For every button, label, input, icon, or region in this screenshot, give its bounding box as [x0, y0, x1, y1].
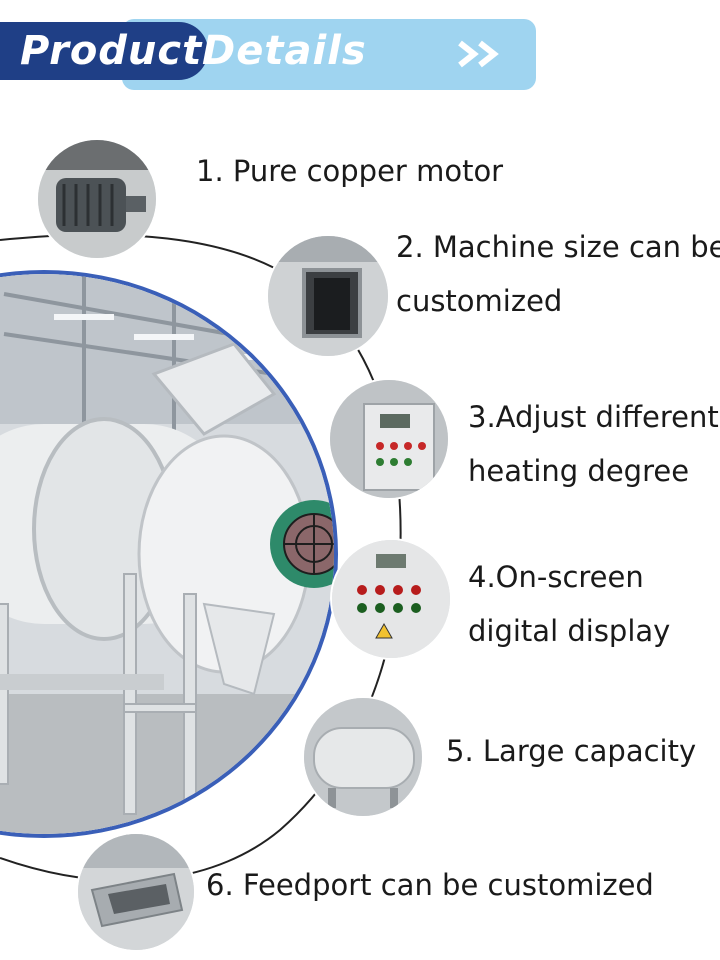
header-word-product: Product: [20, 28, 203, 74]
control-box-icon: [330, 380, 448, 498]
display-panel-icon: [332, 540, 450, 658]
header-word-details: Details: [202, 28, 367, 74]
feature-1: 1. Pure copper motor: [196, 144, 503, 198]
thumb-machine-size: [268, 236, 388, 356]
feature-5-line1: 5. Large capacity: [446, 734, 697, 768]
feature-3: 3.Adjust different heating degree: [468, 390, 719, 498]
feedport-icon: [78, 834, 194, 950]
feature-2-line1: 2. Machine size can be: [396, 230, 720, 264]
feature-3-line2: heating degree: [468, 454, 690, 488]
thumb-feedport: [78, 834, 194, 950]
feature-4-line2: digital display: [468, 614, 671, 648]
thumb-copper-motor: [38, 140, 156, 258]
thumb-digital-display: [332, 540, 450, 658]
drum-icon: [304, 698, 422, 816]
feature-4: 4.On-screen digital display: [468, 550, 670, 658]
feature-6: 6. Feedport can be customized: [206, 858, 654, 912]
feature-5: 5. Large capacity: [446, 724, 696, 778]
feature-2: 2. Machine size can be customized: [396, 220, 720, 328]
feature-1-line1: 1. Pure copper motor: [196, 154, 504, 188]
feature-6-line1: 6. Feedport can be customized: [206, 868, 654, 902]
machine-door-icon: [268, 236, 388, 356]
feature-4-line1: 4.On-screen: [468, 560, 644, 594]
thumb-large-capacity: [304, 698, 422, 816]
header-banner-dark: [0, 22, 208, 80]
thumb-heating-control: [330, 380, 448, 498]
double-chevron-right-icon: [458, 40, 499, 68]
feature-3-line1: 3.Adjust different: [468, 400, 719, 434]
feature-2-line2: customized: [396, 284, 563, 318]
motor-icon: [38, 140, 156, 258]
